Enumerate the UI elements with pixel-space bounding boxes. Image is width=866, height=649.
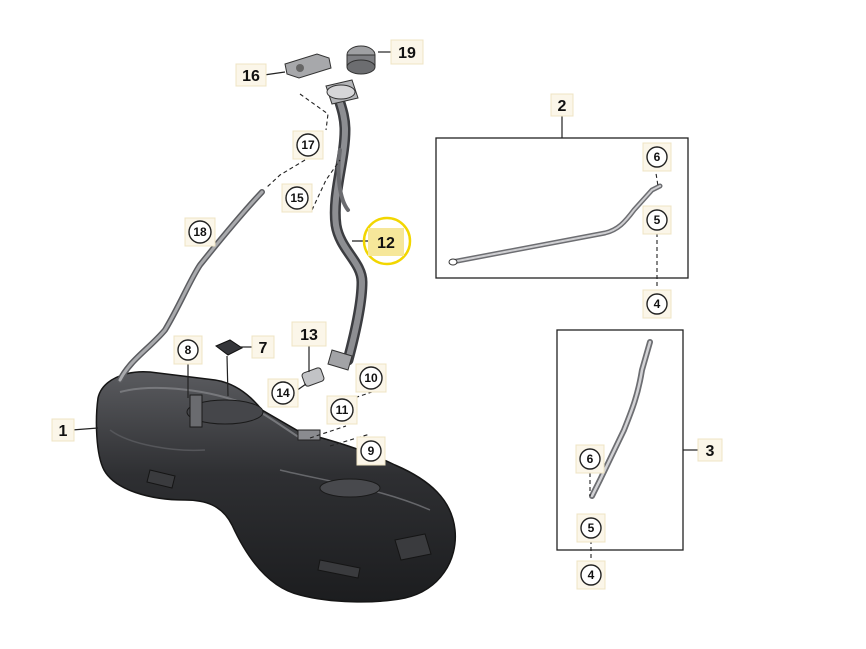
- svg-text:6: 6: [654, 150, 661, 164]
- svg-text:11: 11: [336, 403, 349, 417]
- filler-pipe[interactable]: [325, 79, 368, 371]
- callout-4-box3[interactable]: 4: [576, 560, 606, 590]
- svg-text:5: 5: [588, 521, 595, 535]
- callout-5-box2[interactable]: 5: [642, 205, 672, 235]
- callout-12-highlighted[interactable]: 12: [362, 216, 412, 266]
- svg-text:19: 19: [398, 45, 416, 62]
- strap-box-3: [556, 329, 684, 551]
- svg-text:5: 5: [654, 213, 661, 227]
- callout-6-box2[interactable]: 6: [642, 142, 672, 172]
- svg-text:1: 1: [59, 423, 68, 440]
- callout-8[interactable]: 8: [173, 335, 203, 365]
- svg-text:12: 12: [377, 235, 395, 252]
- tank-strap-2[interactable]: [449, 183, 663, 265]
- callout-1[interactable]: 1: [51, 418, 75, 442]
- callout-5-box3[interactable]: 5: [576, 513, 606, 543]
- callout-2[interactable]: 2: [550, 93, 574, 117]
- svg-text:16: 16: [242, 68, 260, 85]
- callout-14[interactable]: 14: [267, 378, 299, 408]
- fuel-tank[interactable]: [95, 371, 457, 603]
- callout-6-box3[interactable]: 6: [575, 444, 605, 474]
- callout-16[interactable]: 16: [235, 63, 267, 87]
- svg-text:13: 13: [300, 327, 318, 344]
- vent-clip[interactable]: [284, 53, 332, 79]
- svg-text:15: 15: [290, 191, 304, 205]
- svg-text:3: 3: [706, 443, 715, 460]
- svg-text:7: 7: [259, 340, 268, 357]
- svg-text:6: 6: [587, 452, 594, 466]
- callout-15[interactable]: 15: [281, 183, 313, 213]
- svg-text:17: 17: [301, 138, 315, 152]
- callout-17[interactable]: 17: [292, 130, 324, 160]
- callout-18[interactable]: 18: [184, 217, 216, 247]
- svg-text:14: 14: [276, 386, 290, 400]
- callout-19[interactable]: 19: [390, 39, 424, 65]
- callout-9[interactable]: 9: [356, 436, 386, 466]
- svg-text:10: 10: [364, 371, 378, 385]
- pad[interactable]: [215, 339, 243, 356]
- callout-10[interactable]: 10: [355, 363, 387, 393]
- svg-text:9: 9: [368, 444, 375, 458]
- callout-3[interactable]: 3: [697, 438, 723, 462]
- svg-text:4: 4: [654, 297, 661, 311]
- svg-text:2: 2: [558, 98, 567, 115]
- svg-text:4: 4: [588, 568, 595, 582]
- vent-line[interactable]: [117, 148, 350, 383]
- callout-11[interactable]: 11: [326, 395, 358, 425]
- callout-4-box2[interactable]: 4: [642, 289, 672, 319]
- callout-13[interactable]: 13: [291, 321, 327, 347]
- svg-text:18: 18: [193, 225, 207, 239]
- fuel-cap[interactable]: [346, 45, 376, 75]
- callout-7[interactable]: 7: [251, 335, 275, 359]
- connector[interactable]: [301, 367, 325, 387]
- svg-text:8: 8: [185, 343, 192, 357]
